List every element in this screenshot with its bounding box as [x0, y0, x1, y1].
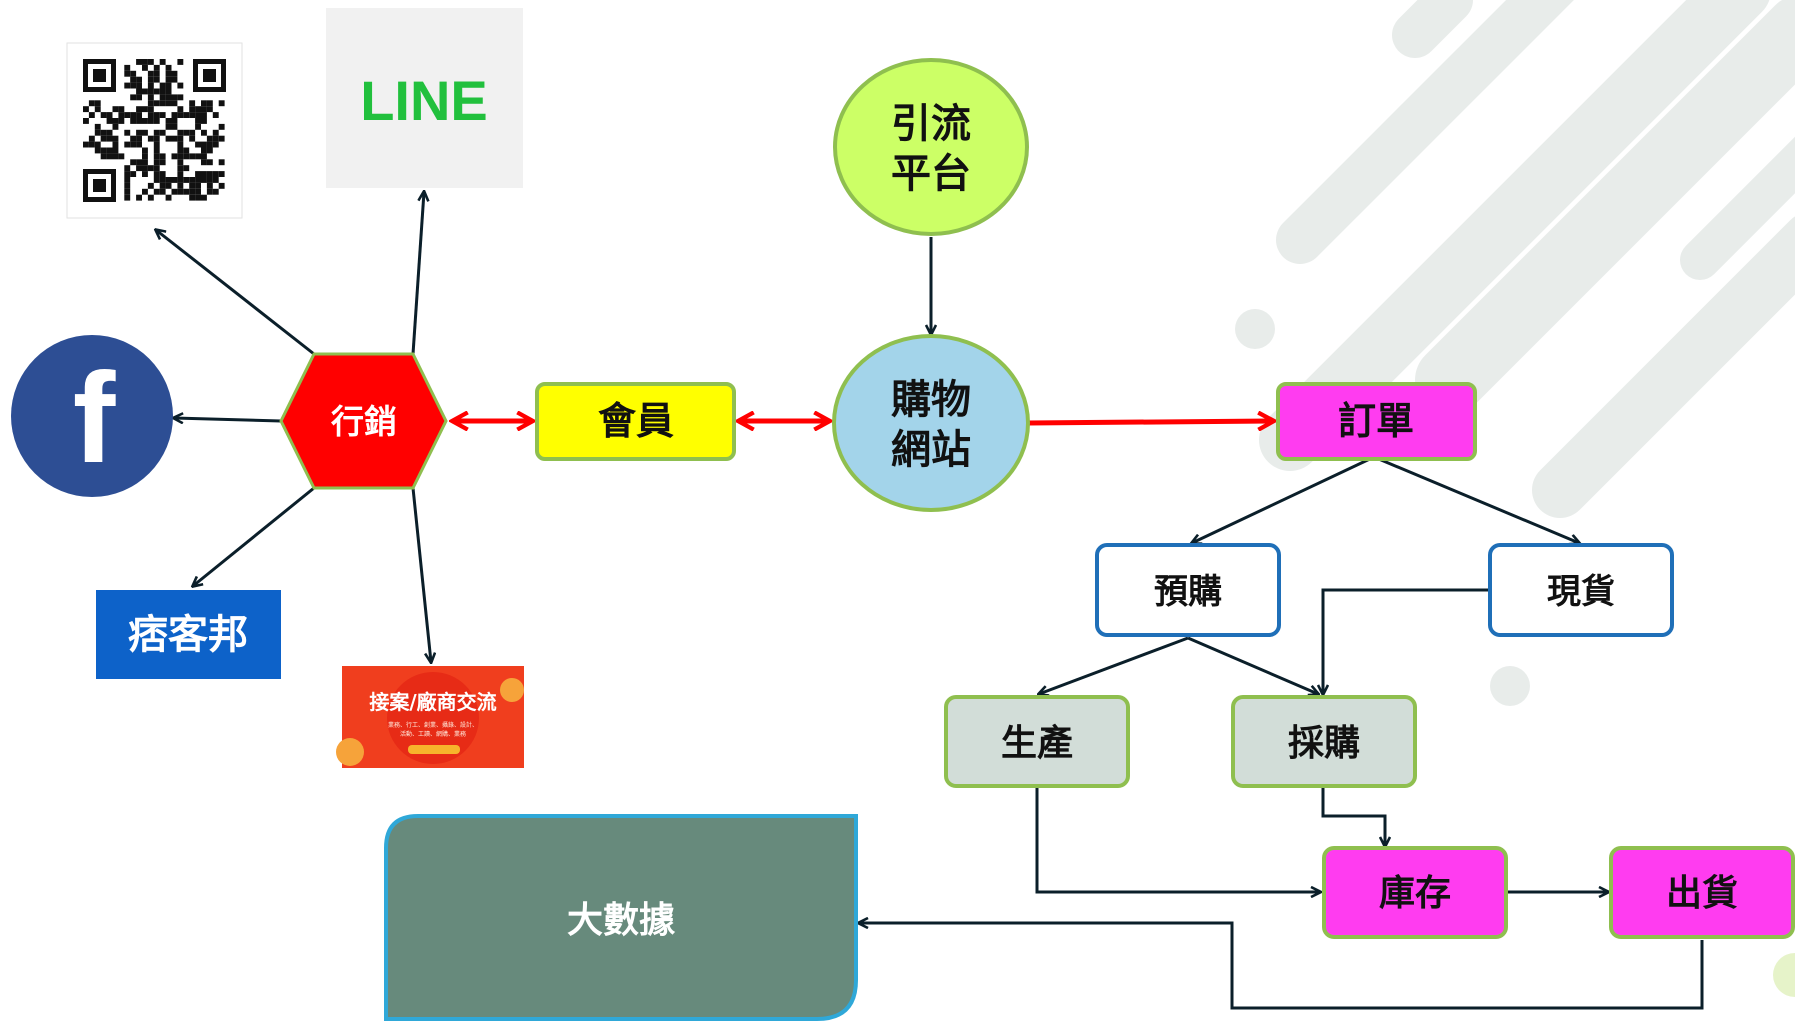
arrow-order-preorder	[1192, 455, 1375, 543]
arrow-production-inventory	[1035, 788, 1320, 892]
node-shipping: 出貨	[1609, 846, 1795, 939]
node-preorder: 預購	[1095, 543, 1281, 637]
arrow-preorder-production	[1039, 636, 1189, 694]
svg-text:生產: 生產	[1001, 723, 1073, 764]
svg-text:接案/廠商交流: 接案/廠商交流	[369, 690, 496, 714]
svg-text:活動、工讀、網購、業務: 活動、工讀、網購、業務	[400, 730, 466, 738]
node-production: 生產	[944, 695, 1130, 788]
arrow-marketing-pixnet	[193, 486, 315, 586]
arrow-preorder-purchasing	[1187, 636, 1318, 694]
arrow-shipping-bigdata	[859, 923, 1704, 1010]
line-logo: LINE	[326, 8, 523, 188]
pixnet-logo: 痞客邦	[96, 590, 281, 679]
node-order: 訂單	[1276, 382, 1477, 461]
arrow-marketing-facebook	[174, 418, 282, 421]
arrow-marketing-line	[411, 192, 424, 355]
facebook-logo: f	[11, 335, 173, 497]
node-big-data: 大數據	[384, 814, 858, 1021]
arrow-purchasing-inventory	[1321, 788, 1385, 846]
node-shopping-site: 購物 網站	[832, 334, 1030, 512]
svg-text:訂單: 訂單	[1338, 399, 1414, 443]
svg-text:平台: 平台	[891, 151, 971, 197]
svg-text:f: f	[73, 347, 116, 490]
svg-text:預購: 預購	[1154, 572, 1222, 612]
arrow-instock-purchasing	[1323, 588, 1488, 694]
node-purchasing: 採購	[1231, 695, 1417, 788]
svg-text:採購: 採購	[1288, 723, 1360, 764]
node-traffic-platform: 引流 平台	[833, 58, 1029, 236]
svg-text:大數據: 大數據	[567, 900, 676, 941]
arrow-marketing-qr	[156, 230, 315, 356]
svg-text:出貨: 出貨	[1666, 873, 1738, 914]
arrow-marketing-banner	[411, 487, 431, 662]
background-decoration	[1235, 0, 1795, 997]
svg-text:引流: 引流	[891, 101, 971, 147]
node-in-stock: 現貨	[1488, 543, 1674, 637]
connectors	[156, 192, 1704, 1010]
svg-text:業務、行工、創業、攝錄、設計、: 業務、行工、創業、攝錄、設計、	[388, 721, 478, 729]
svg-text:庫存: 庫存	[1379, 873, 1451, 914]
svg-text:會員: 會員	[598, 399, 674, 443]
svg-text:行銷: 行銷	[330, 402, 397, 441]
svg-text:現貨: 現貨	[1547, 572, 1615, 612]
arrow-site-order	[1028, 421, 1274, 423]
svg-text:痞客邦: 痞客邦	[128, 612, 248, 658]
node-inventory: 庫存	[1322, 846, 1508, 939]
node-member: 會員	[535, 382, 736, 461]
case-banner-image: 接案/廠商交流 業務、行工、創業、攝錄、設計、 活動、工讀、網購、業務	[336, 666, 524, 768]
arrow-order-instock	[1373, 455, 1579, 543]
qr-code-image	[66, 42, 243, 219]
svg-text:網站: 網站	[891, 427, 971, 473]
node-marketing: 行銷	[279, 352, 448, 490]
svg-text:LINE: LINE	[360, 69, 488, 132]
svg-text:購物: 購物	[891, 377, 971, 423]
